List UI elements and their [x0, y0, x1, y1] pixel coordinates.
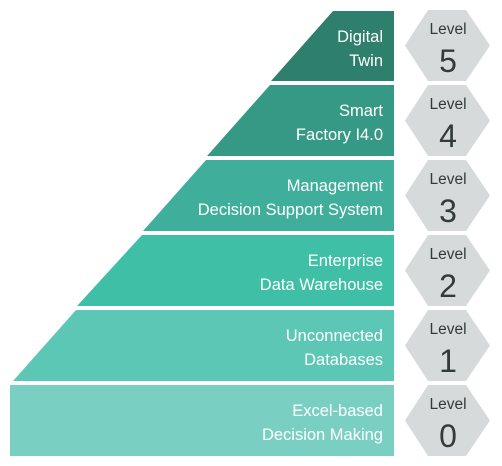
tier-label-line1: Management — [287, 177, 384, 195]
level-hexagon-3 — [405, 160, 490, 231]
tier-shape-4 — [207, 85, 394, 156]
level-number: 4 — [439, 118, 457, 154]
tier-level-1: Unconnected Databases Level 1 — [13, 310, 490, 381]
tier-label-line1: Unconnected — [286, 327, 383, 345]
tier-label-line2: Twin — [349, 52, 383, 70]
level-hexagon-5 — [405, 10, 490, 81]
level-number: 5 — [439, 43, 457, 79]
tier-label-line2: Decision Support System — [198, 201, 383, 219]
tier-level-3: Management Decision Support System Level… — [143, 160, 490, 231]
tier-label-line1: Smart — [339, 102, 383, 120]
tier-shape-3 — [143, 160, 394, 231]
level-number: 2 — [439, 268, 457, 304]
level-hexagon-4 — [405, 85, 490, 156]
tier-level-5: Digital Twin Level 5 — [271, 10, 490, 81]
level-word: Level — [429, 396, 466, 413]
level-word: Level — [429, 21, 466, 38]
tier-label-line2: Factory I4.0 — [296, 126, 383, 144]
tier-shape-2 — [77, 235, 394, 306]
level-hexagon-0 — [405, 385, 490, 456]
level-hexagon-2 — [405, 235, 490, 306]
tier-shape-1 — [13, 310, 394, 381]
tier-level-2: Enterprise Data Warehouse Level 2 — [77, 235, 490, 306]
tier-level-0: Excel-based Decision Making Level 0 — [10, 385, 490, 456]
level-number: 0 — [439, 418, 457, 454]
tier-label-line1: Enterprise — [308, 252, 383, 270]
tier-level-4: Smart Factory I4.0 Level 4 — [207, 85, 490, 156]
tier-shape-5 — [271, 11, 394, 81]
tier-label-line2: Data Warehouse — [260, 276, 383, 294]
tier-shape-0 — [10, 385, 394, 456]
level-number: 3 — [439, 193, 457, 229]
level-word: Level — [429, 171, 466, 188]
level-hexagon-1 — [405, 310, 490, 381]
tier-label-line2: Databases — [304, 351, 383, 369]
level-word: Level — [429, 96, 466, 113]
tier-label-line2: Decision Making — [262, 426, 383, 444]
tier-label-line1: Digital — [337, 28, 383, 46]
level-word: Level — [429, 246, 466, 263]
level-number: 1 — [439, 343, 457, 379]
level-word: Level — [429, 321, 466, 338]
tier-label-line1: Excel-based — [292, 402, 383, 420]
